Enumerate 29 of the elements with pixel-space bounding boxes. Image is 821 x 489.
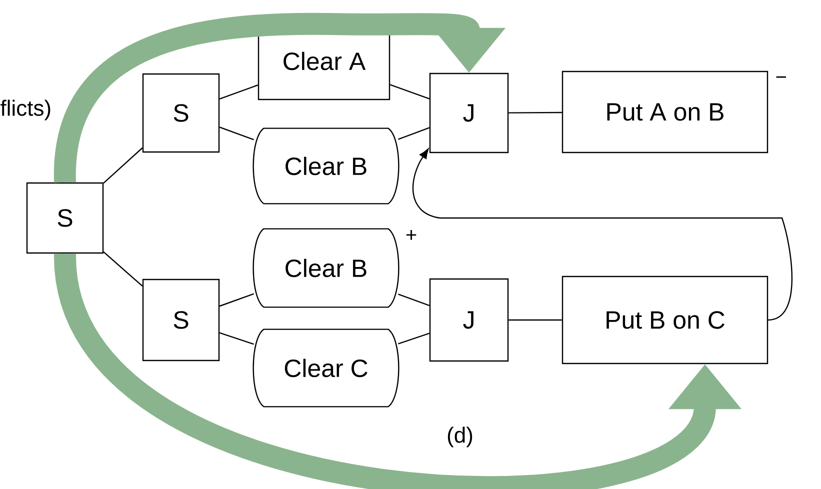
sign-label: − <box>776 76 786 78</box>
process-box: S <box>26 182 104 254</box>
connector <box>398 127 430 140</box>
process-box: Clear A <box>258 22 390 100</box>
action-box: Clear B <box>252 128 400 204</box>
connector <box>508 112 562 114</box>
action-box: Clear B <box>252 228 400 308</box>
process-box: J <box>429 278 509 362</box>
direction-arrow <box>54 12 506 183</box>
connector <box>219 126 254 140</box>
process-box: Put A on B <box>562 70 768 154</box>
sign-label: + <box>406 230 416 240</box>
connector <box>390 84 430 100</box>
connector <box>398 332 430 344</box>
connector <box>508 319 562 321</box>
action-box: Clear C <box>252 328 400 408</box>
note-label: (d) <box>448 426 472 448</box>
connector <box>412 148 792 321</box>
connector <box>398 294 430 306</box>
process-box: S <box>142 278 220 362</box>
process-box: Put B on C <box>562 276 768 364</box>
process-box: J <box>429 72 509 154</box>
connector <box>219 84 258 100</box>
connector <box>103 251 143 287</box>
connector <box>103 147 143 184</box>
process-box: S <box>142 73 220 153</box>
connector <box>219 293 254 307</box>
note-label: flicts) <box>0 100 50 120</box>
connector <box>219 332 254 345</box>
